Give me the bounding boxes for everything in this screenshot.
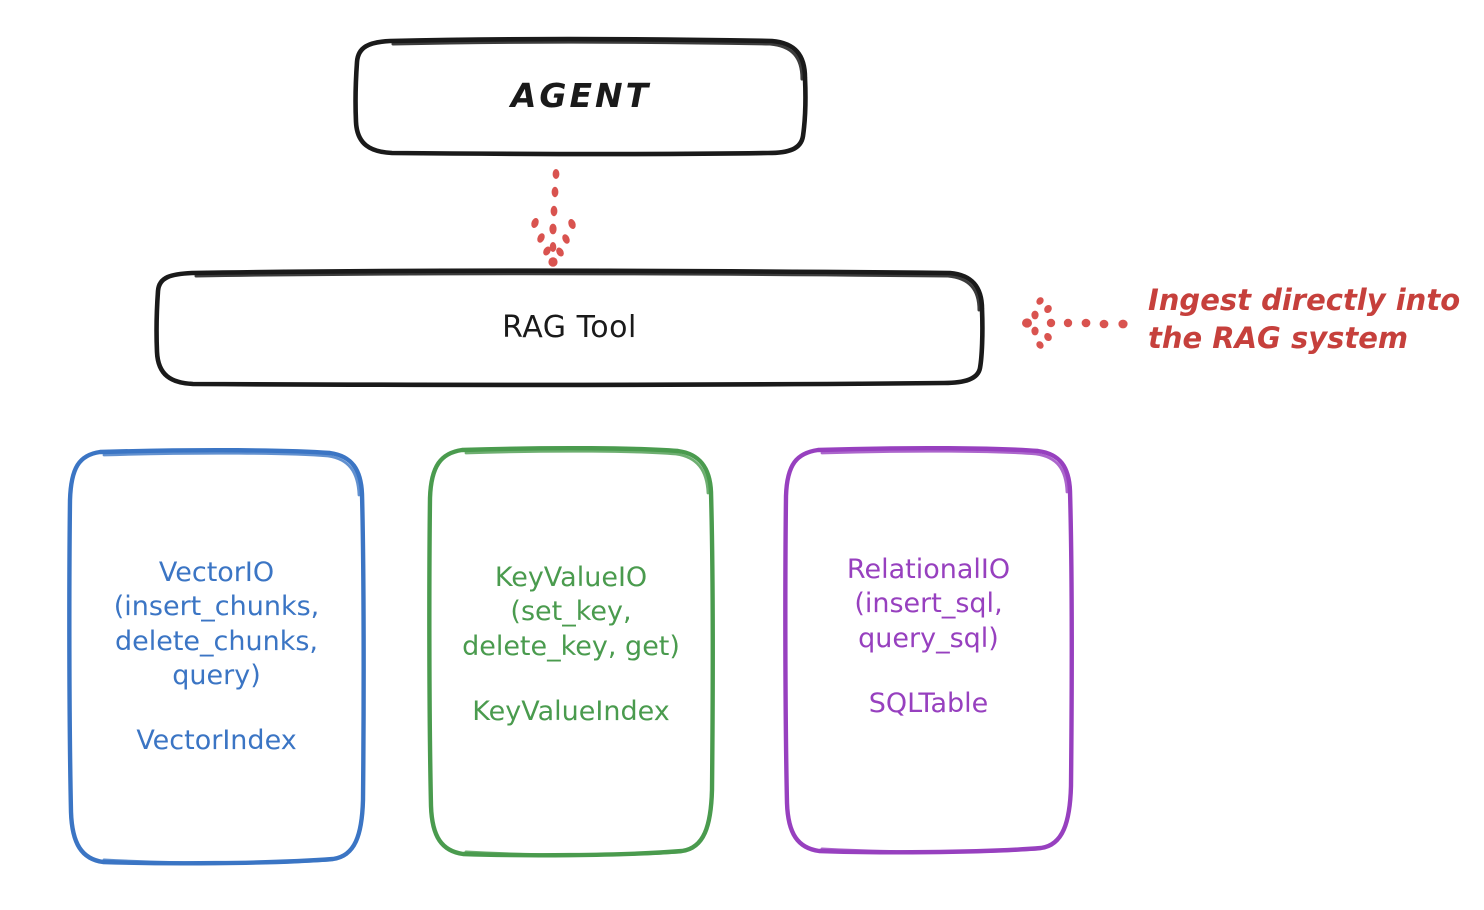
relational-io-line-2: (insert_sql, [854, 588, 1003, 620]
key-value-io-index-label: KeyValueIndex [472, 695, 670, 727]
rag-tool-label-text: RAG Tool [502, 310, 637, 346]
vector-io-line-1: VectorIO [158, 556, 275, 588]
key-value-io-node-label: KeyValueIO (set_key, delete_key, get) Ke… [430, 440, 712, 850]
vector-io-node-label: VectorIO (insert_chunks, delete_chunks, … [70, 452, 363, 862]
relational-io-line-3: query_sql) [858, 623, 999, 654]
key-value-io-line-3: delete_key, get) [462, 631, 680, 662]
agent-to-rag-dotted-arrow [531, 169, 576, 267]
key-value-io-line-2: (set_key, [510, 596, 632, 628]
ingest-annotation-label: Ingest directly into the RAG system [1148, 283, 1461, 355]
agent-node-label: AGENT [356, 40, 806, 153]
vector-io-line-3: delete_chunks, [114, 625, 319, 657]
relational-io-node-label: RelationalIO (insert_sql, query_sql) SQL… [786, 432, 1071, 842]
vector-io-index-label: VectorIndex [136, 724, 297, 756]
vector-io-line-2: (insert_chunks, [113, 591, 320, 623]
vector-io-line-4: query) [172, 660, 261, 692]
relational-io-table-label: SQLTable [868, 687, 989, 719]
relational-io-line-1: RelationalIO [846, 553, 1011, 585]
agent-label-text: AGENT [510, 76, 652, 116]
key-value-io-line-1: KeyValueIO [494, 561, 648, 593]
rag-tool-node-label: RAG Tool [157, 272, 982, 384]
ingest-dotted-arrow [1022, 297, 1128, 349]
